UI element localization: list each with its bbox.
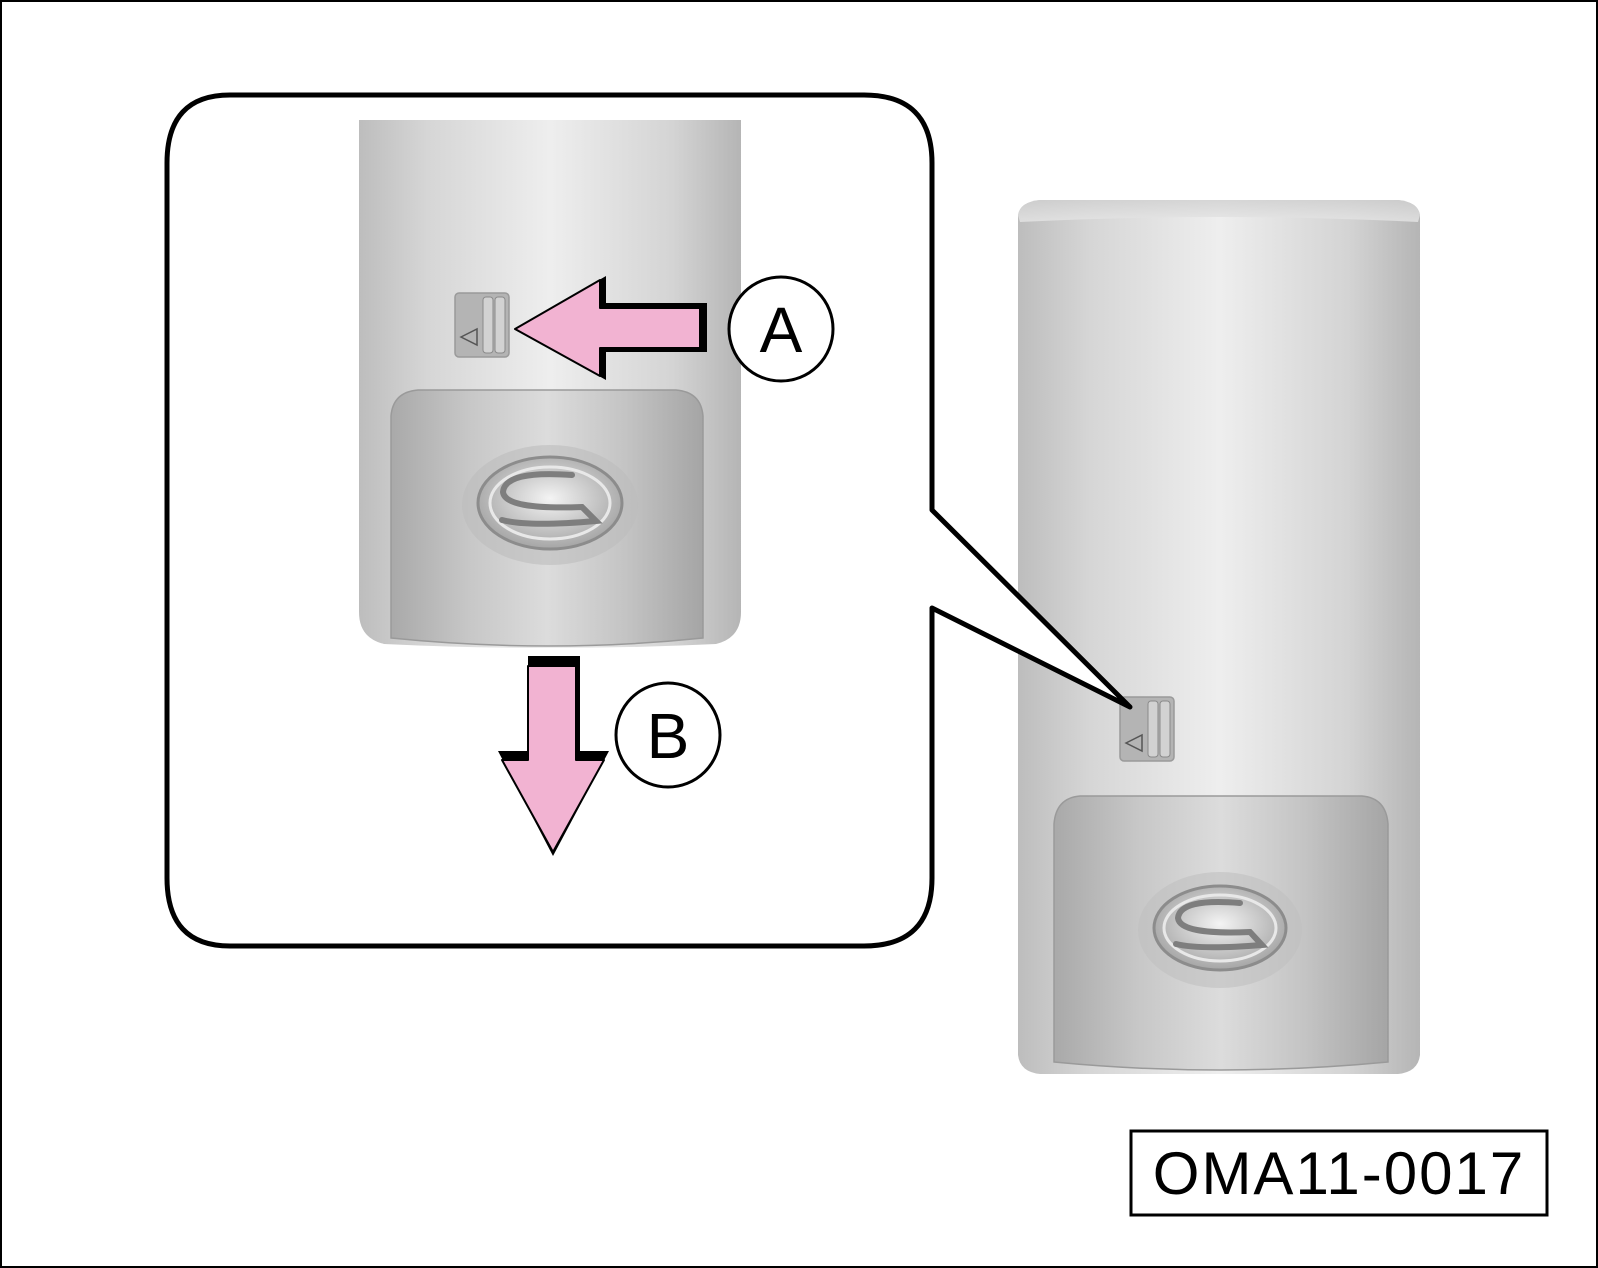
arrow-b-icon bbox=[498, 656, 609, 856]
battery-cover-zoomed bbox=[390, 389, 704, 647]
battery-cover-full bbox=[1053, 795, 1389, 1071]
key-fob-zoomed bbox=[359, 120, 741, 648]
release-latch-zoomed bbox=[454, 292, 510, 358]
logo-emblem-zoomed-icon bbox=[476, 455, 624, 551]
key-fob-full bbox=[1018, 200, 1420, 1074]
figure-code-box: OMA11-0017 bbox=[1129, 1129, 1549, 1217]
callout-a: A bbox=[727, 275, 835, 383]
magnified-callout: A B bbox=[164, 92, 1133, 949]
callout-b-label: B bbox=[647, 700, 690, 772]
callout-a-label: A bbox=[760, 294, 803, 366]
figure-code: OMA11-0017 bbox=[1153, 1140, 1525, 1207]
arrow-a-icon bbox=[514, 276, 707, 380]
callout-b: B bbox=[614, 681, 722, 789]
release-latch-full bbox=[1119, 696, 1175, 762]
logo-emblem-icon bbox=[1152, 884, 1288, 972]
